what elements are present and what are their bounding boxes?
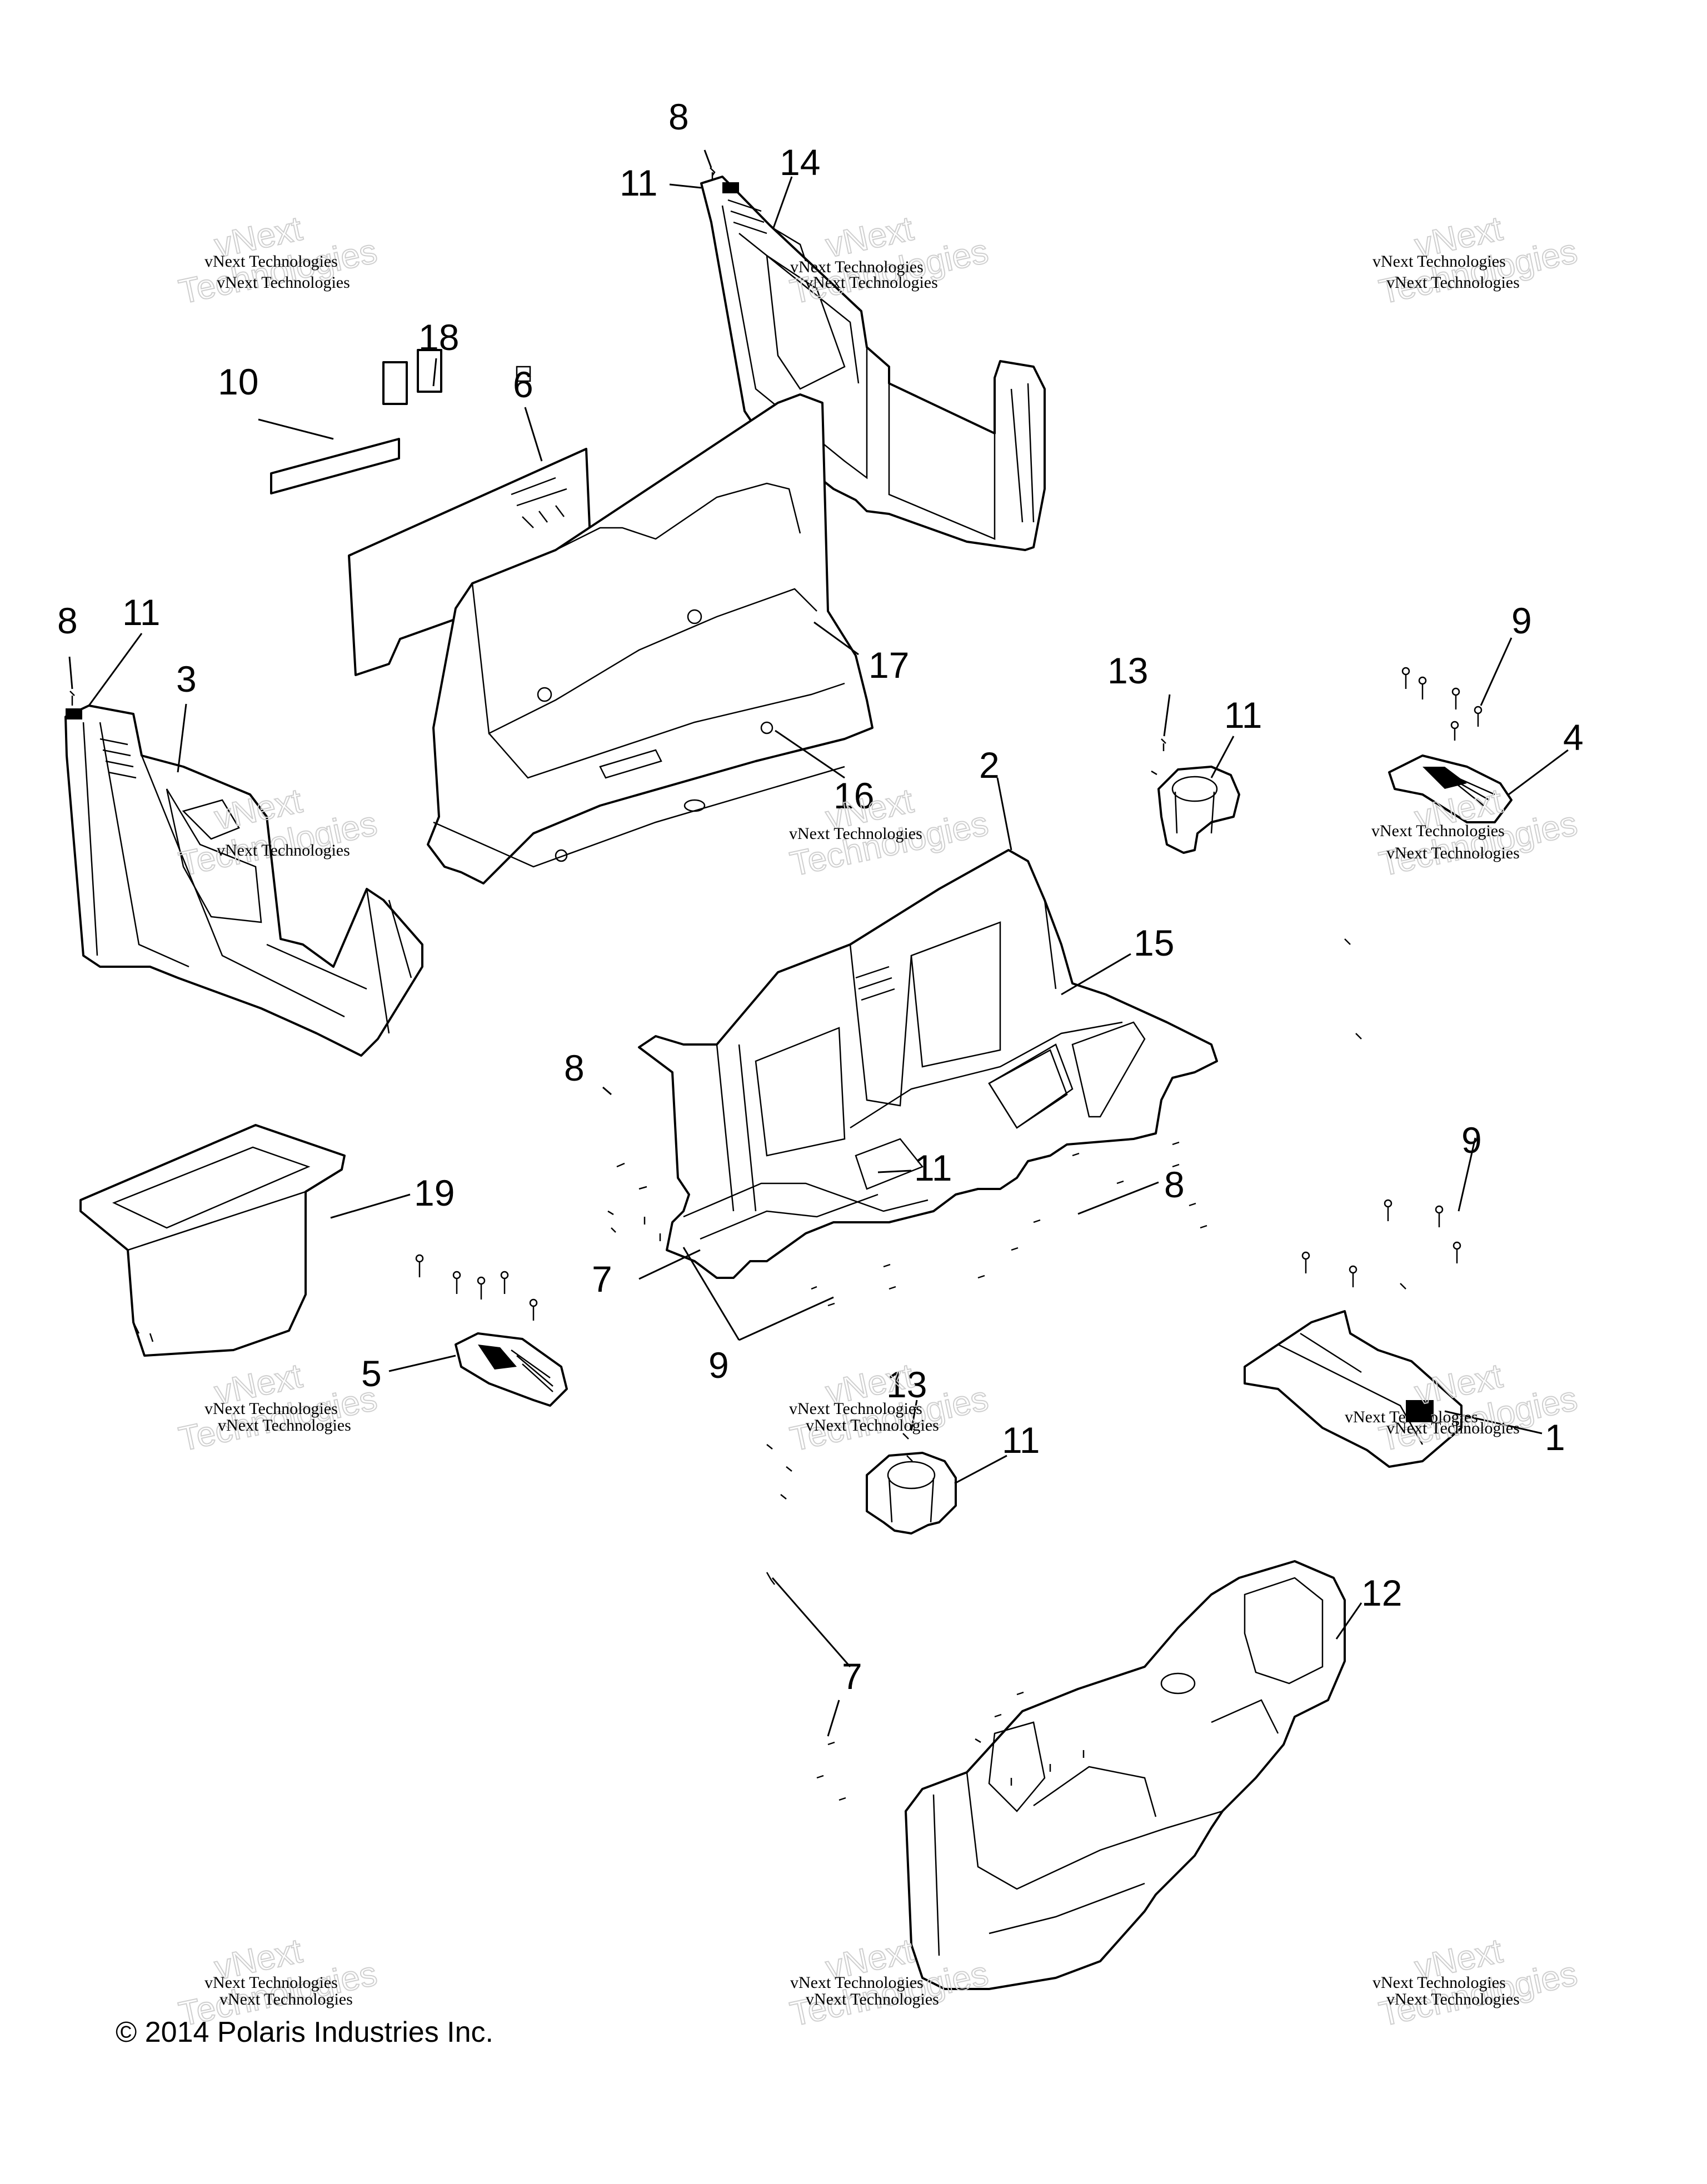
watermark-text: vNext Technologies [204, 1973, 338, 1992]
callout-18: 18 [418, 317, 459, 358]
part-12-front-floor [905, 1560, 1346, 1990]
watermark-text: vNext Technologies [806, 1990, 939, 2008]
callout-15: 15 [1134, 922, 1174, 963]
copyright-notice: © 2014 Polaris Industries Inc. [116, 2016, 493, 2048]
callout-11: 11 [1002, 1420, 1040, 1461]
watermark-text: vNext Technologies [217, 841, 350, 859]
watermark-text: vNext Technologies [217, 273, 350, 292]
callout-numbers: 8 11 14 18 10 6 8 11 3 17 13 11 9 4 16 2… [57, 96, 1584, 1697]
fasteners [69, 167, 1483, 1801]
callout-5: 5 [361, 1353, 382, 1394]
watermark-text: vNext Technologies [790, 1973, 924, 1992]
watermark-text: vNext Technologies [790, 258, 924, 276]
callout-7: 7 [842, 1656, 862, 1697]
callout-13: 13 [886, 1364, 927, 1405]
watermark-text: vNext Technologies [204, 1400, 338, 1418]
watermark-text: vNext Technologies [1386, 1990, 1520, 2008]
watermark-text: vNext Technologies [204, 252, 338, 271]
watermark-text: vNext Technologies [1386, 273, 1520, 292]
watermark-text: vNext Technologies [1345, 1408, 1478, 1426]
part-17-seat-base [427, 393, 874, 884]
callout-11: 11 [620, 162, 658, 203]
callout-9: 9 [1511, 600, 1532, 641]
watermark-text: vNext Technologies [1386, 1419, 1520, 1437]
callout-1: 1 [1545, 1417, 1565, 1458]
watermark-text: vNext Technologies [789, 824, 922, 843]
watermark-text: vNext Technologies [805, 273, 938, 292]
callout-4: 4 [1563, 717, 1584, 758]
callout-8: 8 [668, 96, 689, 137]
part-3-left-panel [64, 704, 423, 1057]
callout-11: 11 [914, 1147, 952, 1188]
callout-10: 10 [218, 361, 258, 402]
callout-13: 13 [1107, 650, 1148, 691]
callout-3: 3 [176, 658, 197, 699]
callout-8: 8 [57, 600, 78, 641]
part-11-cupholder-upper [1157, 766, 1240, 854]
callout-6: 6 [513, 364, 533, 405]
watermark-text: vNext Technologies [1372, 252, 1506, 271]
watermark-text: vNext Technologies [218, 1416, 351, 1435]
callout-8: 8 [564, 1047, 585, 1088]
part-14-upper-panel [700, 176, 1046, 551]
watermark-text: vNext Technologies [789, 1400, 922, 1418]
part-2-center-floor [638, 849, 1218, 1279]
leader-lines [68, 149, 1569, 1737]
watermark-text: vNext Technologies [1386, 844, 1520, 862]
callout-17: 17 [869, 644, 909, 686]
watermark-text: vNext Technologies [806, 1416, 939, 1435]
part-15-floor-mat [988, 1043, 1074, 1129]
callout-19: 19 [414, 1172, 455, 1213]
watermark-text: vNext Technologies [1371, 822, 1505, 840]
part-10-decal [270, 438, 400, 494]
callout-11: 11 [1224, 694, 1262, 736]
callout-16: 16 [833, 775, 874, 816]
callout-2: 2 [979, 744, 1000, 786]
callout-14: 14 [780, 142, 820, 183]
watermark-text: vNext Technologies [1372, 1973, 1506, 1992]
callout-9: 9 [1461, 1120, 1482, 1161]
callout-7: 7 [592, 1258, 612, 1300]
part-5-left-bracket [455, 1332, 568, 1407]
watermark: vNext Technologies [786, 209, 992, 312]
part-19-storage-bin [79, 1124, 346, 1357]
part-11-cupholder-lower [866, 1452, 957, 1535]
part-4-right-bracket [1388, 754, 1513, 823]
callout-9: 9 [708, 1345, 729, 1386]
callout-11: 11 [122, 592, 161, 633]
watermark-text: vNext Technologies [219, 1990, 353, 2008]
callout-12: 12 [1361, 1572, 1402, 1613]
part-18-labels [382, 349, 442, 405]
part-1-right-front [1244, 1310, 1463, 1468]
callout-8: 8 [1164, 1164, 1185, 1205]
